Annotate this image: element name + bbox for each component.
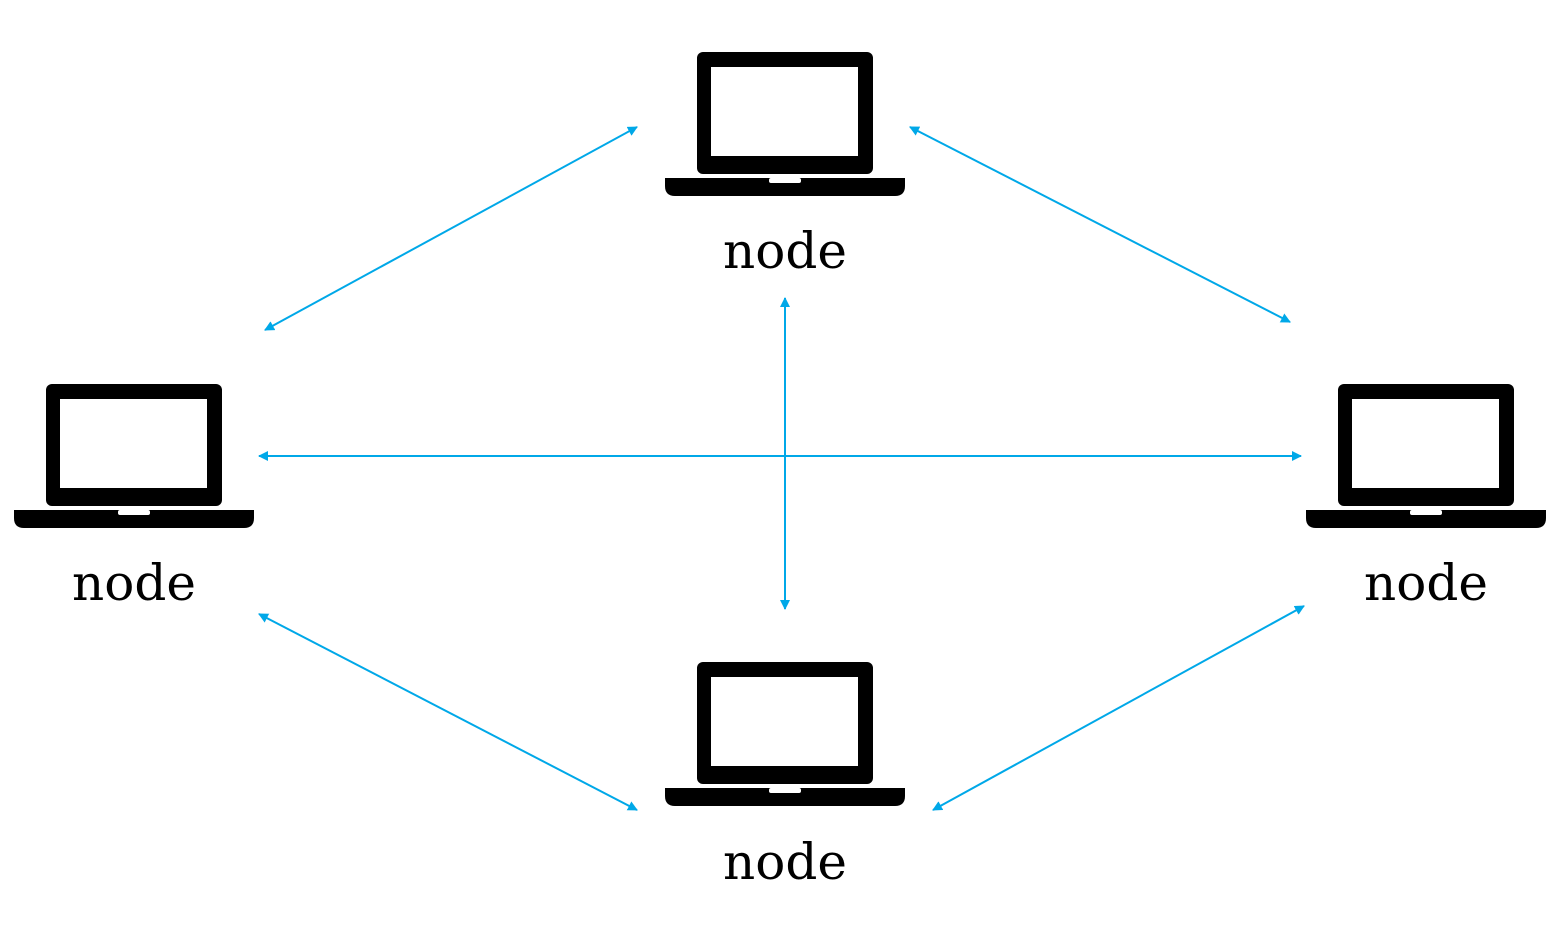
edge-top-right — [909, 126, 1291, 323]
laptop-icon — [14, 384, 254, 528]
edge-top-left — [264, 126, 638, 331]
laptop-icon — [1306, 384, 1546, 528]
node-top: node — [665, 52, 905, 280]
node-label: node — [723, 833, 847, 891]
node-label: node — [1364, 554, 1488, 612]
laptop-icon — [665, 52, 905, 196]
node-left: node — [14, 384, 254, 612]
edges — [258, 126, 1305, 811]
node-label: node — [72, 554, 196, 612]
edge-right-bottom — [932, 605, 1305, 811]
edge-left-bottom — [258, 613, 638, 811]
laptop-icon — [665, 662, 905, 806]
node-right: node — [1306, 384, 1546, 612]
node-label: node — [723, 222, 847, 280]
node-bottom: node — [665, 662, 905, 891]
